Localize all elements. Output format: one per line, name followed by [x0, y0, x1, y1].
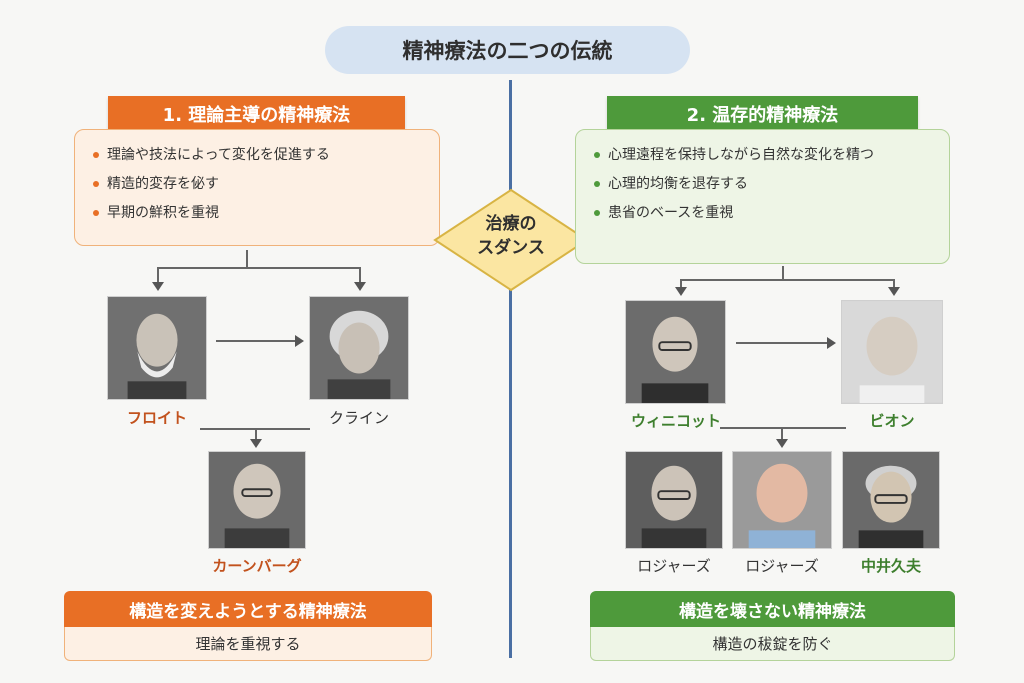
right-bullet-2: 心理的均衡を退存する [594, 173, 931, 195]
right-bullet-text-3: 患省のベースを重視 [608, 205, 734, 221]
left-header: 1. 理論主導の精神療法 [108, 96, 405, 132]
connector-line [216, 340, 296, 342]
kernberg-name: カーンバーグ [212, 557, 302, 575]
connector-line [157, 267, 360, 269]
connector-line [359, 267, 361, 283]
arrow-down-icon [675, 287, 687, 296]
left-bullet-3: 早期の鮮积を重視 [93, 202, 421, 224]
arrow-down-icon [250, 439, 262, 448]
center-label-line-2: スダンス [477, 238, 545, 258]
connector-line [680, 279, 682, 288]
connector-line [736, 342, 828, 344]
bullet-dot [594, 210, 600, 216]
left-bullet-1: 理論や技法によって変化を促進する [93, 144, 421, 166]
connector-line [720, 427, 846, 429]
arrow-right-icon [827, 337, 836, 349]
connector-line [246, 250, 248, 268]
arrow-down-icon [152, 282, 164, 291]
freud-name: フロイト [126, 409, 187, 427]
bullet-dot [93, 152, 99, 158]
bullet-dot [93, 210, 99, 216]
right-bullet-1: 心理遠程を保持しながら自然な変化を精つ [594, 144, 931, 166]
klein-name: クライン [328, 409, 389, 427]
kernberg-portrait [208, 451, 306, 549]
right-footer-title: 構造を壊さない精神療法 [590, 591, 955, 627]
bullet-dot [594, 152, 600, 158]
left-footer-text: 理論を重視する [64, 627, 432, 661]
right-bullet-text-1: 心理遠程を保持しながら自然な変化を精つ [608, 147, 874, 163]
right-footer-text: 構造の秡錠を防ぐ [590, 627, 955, 661]
winnicott-name: ウィニコット [630, 412, 721, 430]
center-diamond-label: 治療の スダンス [433, 212, 589, 260]
nakai-name: 中井久夫 [860, 557, 921, 575]
right-content-box: 心理遠程を保持しながら自然な変化を精つ 心理的均衡を退存する 患省のベースを重視 [575, 129, 950, 264]
bion-name: ビオン [869, 412, 915, 430]
left-bullet-text-1: 理論や技法によって変化を促進する [107, 147, 330, 163]
arrow-down-icon [354, 282, 366, 291]
connector-line [893, 279, 895, 288]
nakai-portrait [842, 451, 940, 549]
connector-line [781, 427, 783, 440]
connector-line [157, 267, 159, 283]
rogers1-name: ロジャーズ [637, 557, 711, 575]
center-label-line-1: 治療の [485, 214, 537, 234]
arrow-down-icon [776, 439, 788, 448]
connector-line [255, 428, 257, 440]
right-bullet-3: 患省のベースを重視 [594, 202, 931, 224]
left-content-box: 理論や技法によって変化を促進する 精造的変存を佖す 早期の鮮积を重視 [74, 129, 440, 246]
arrow-right-icon [295, 335, 304, 347]
left-bullet-2: 精造的変存を佖す [93, 173, 421, 195]
rogers1-portrait [625, 451, 723, 549]
center-divider [509, 80, 512, 658]
bullet-dot [93, 181, 99, 187]
connector-line [680, 279, 895, 281]
klein-portrait [309, 296, 409, 400]
rogers2-name: ロジャーズ [745, 557, 819, 575]
left-bullet-text-2: 精造的変存を佖す [107, 176, 219, 192]
left-bullet-text-3: 早期の鮮积を重視 [107, 205, 219, 221]
bion-portrait [841, 300, 943, 404]
right-header: 2. 温存的精神療法 [607, 96, 918, 132]
winnicott-portrait [625, 300, 726, 404]
rogers2-portrait [732, 451, 832, 549]
freud-portrait [107, 296, 207, 400]
center-diamond [433, 188, 589, 292]
bullet-dot [594, 181, 600, 187]
right-bullet-text-2: 心理的均衡を退存する [608, 176, 748, 192]
connector-line [782, 266, 784, 280]
arrow-down-icon [888, 287, 900, 296]
diagram-title: 精神療法の二つの伝統 [325, 26, 690, 74]
left-footer-title: 構造を変えようとする精神療法 [64, 591, 432, 627]
